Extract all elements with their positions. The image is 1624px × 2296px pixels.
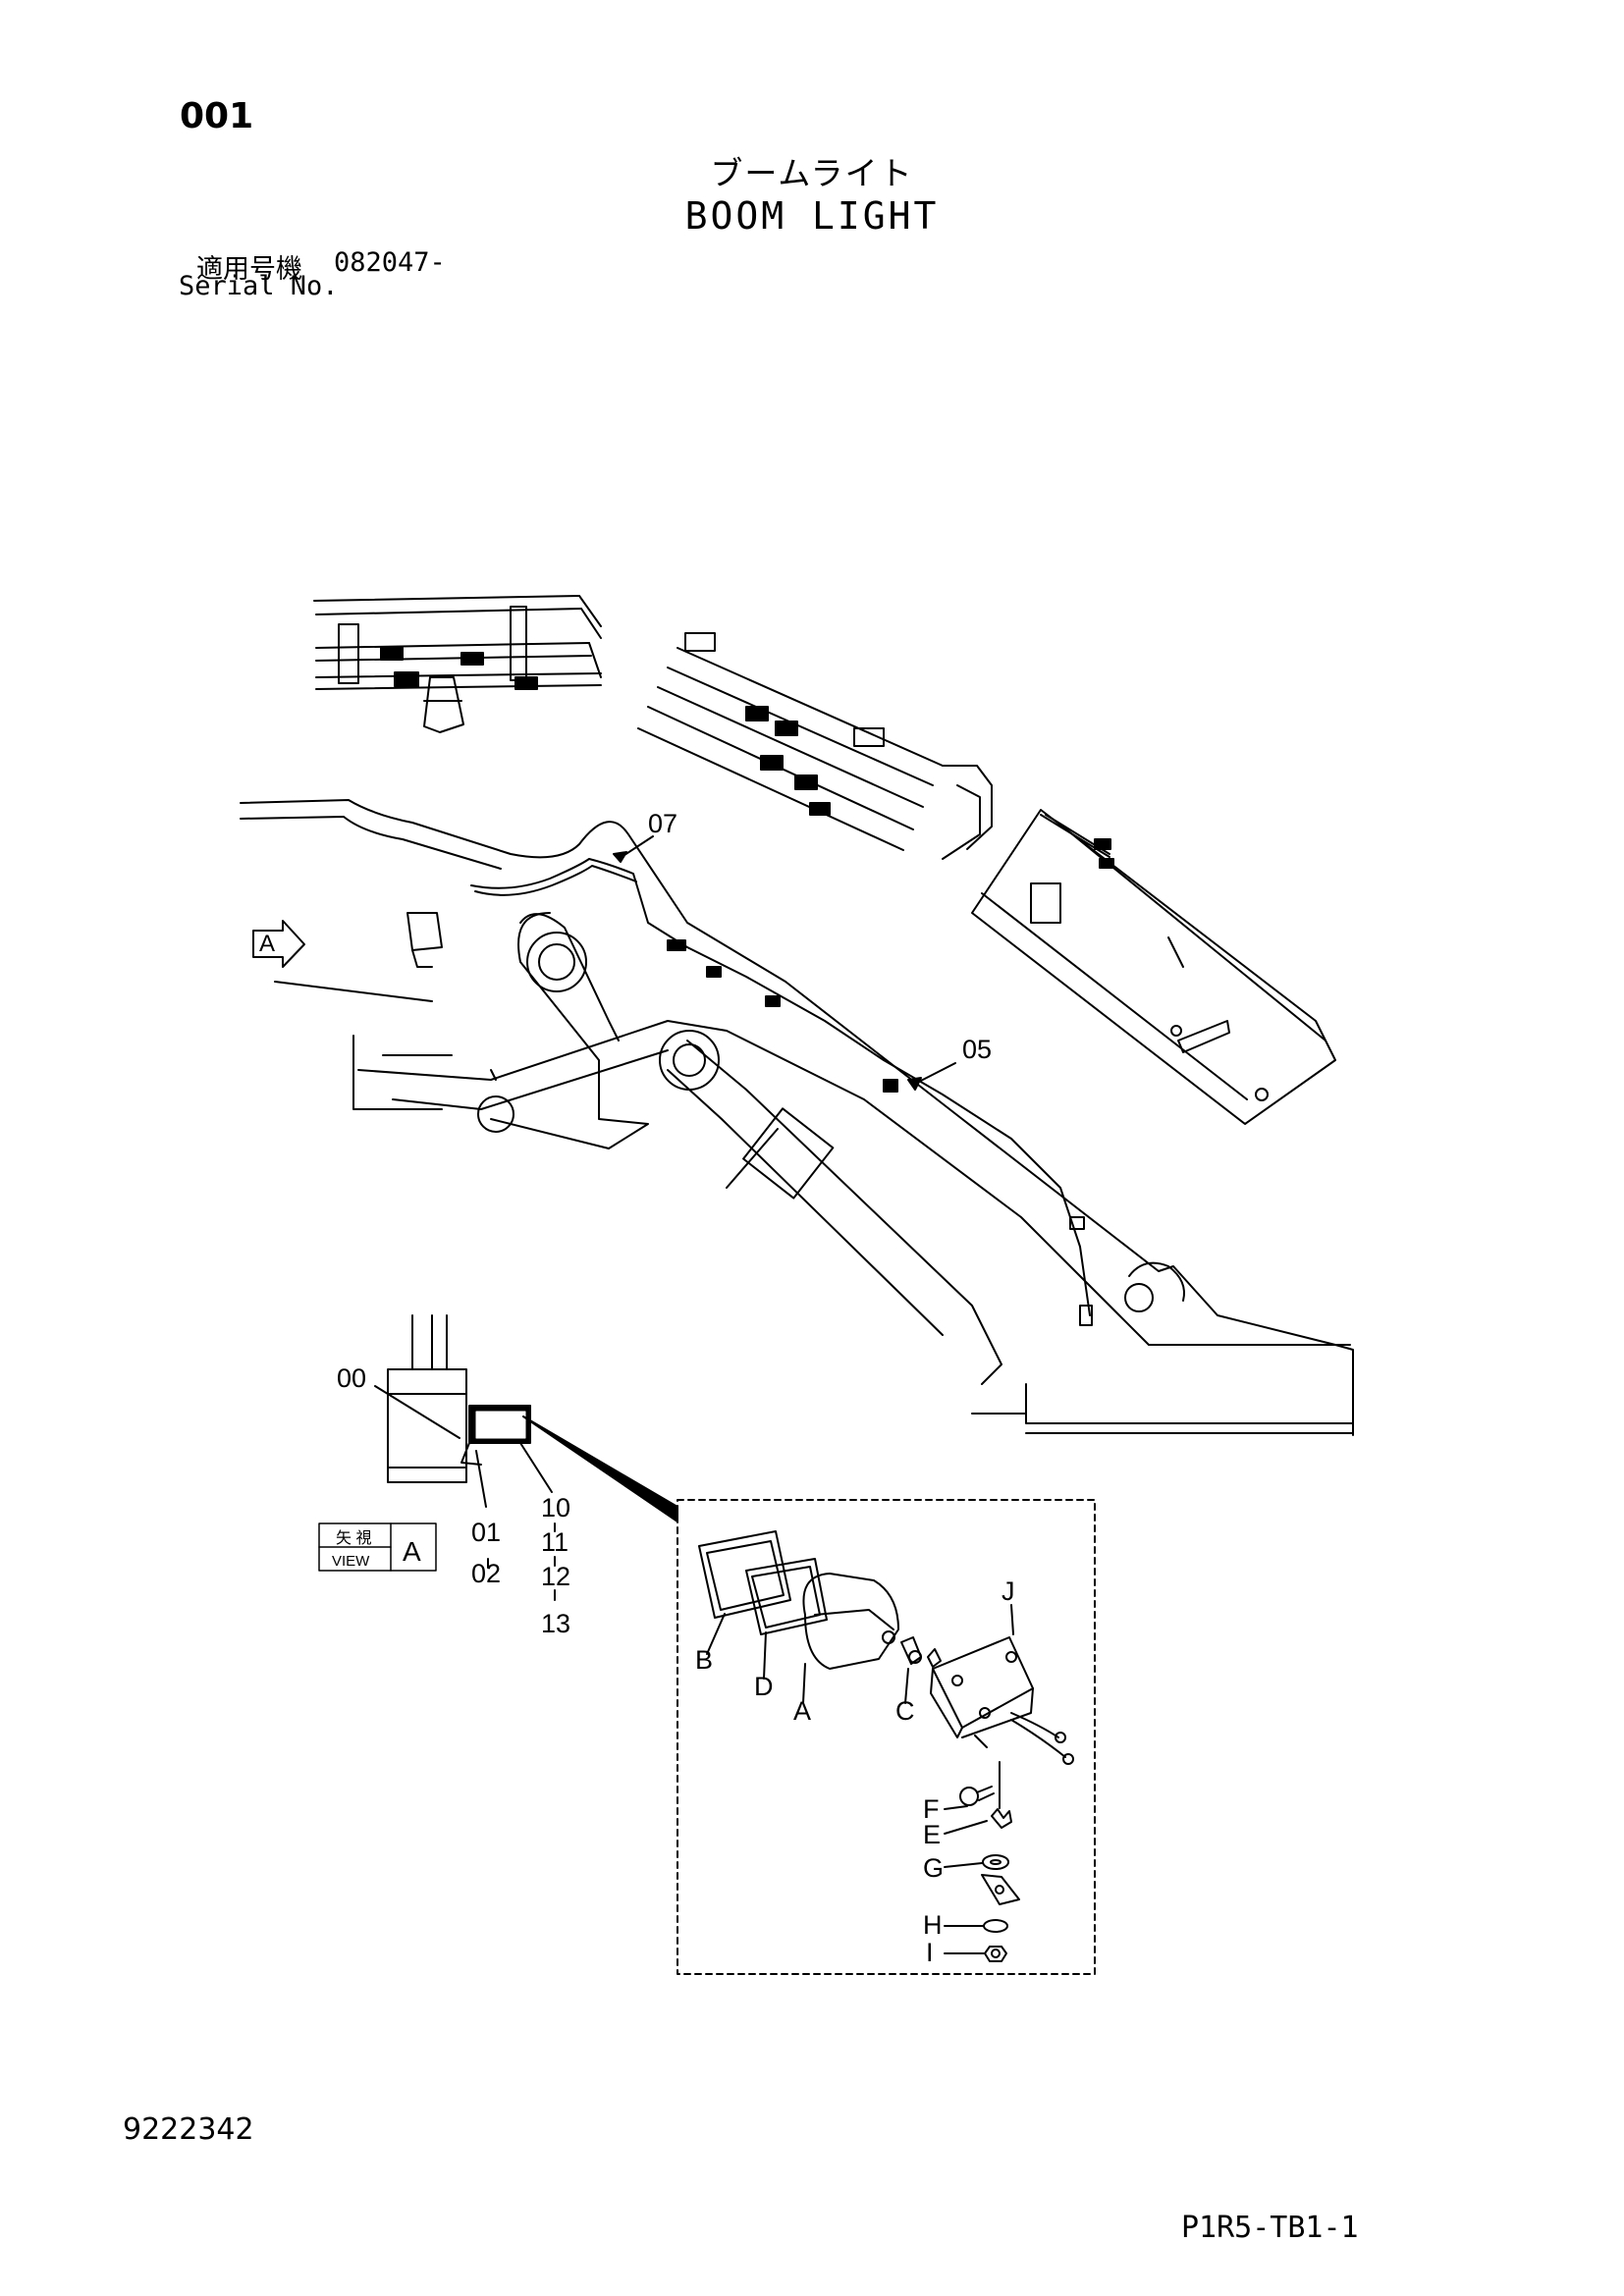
part-label-b: B <box>695 1645 713 1675</box>
part-bracket <box>981 1874 1020 1905</box>
view-a-detail <box>374 1314 553 1508</box>
figure-code: P1R5-TB1-1 <box>1181 2211 1359 2245</box>
part-i-nut <box>984 1946 1007 1962</box>
callout-11: 11 <box>541 1527 568 1557</box>
part-e-lockwasher <box>991 1761 1012 1829</box>
callout-01: 01 <box>471 1518 501 1547</box>
part-label-d: D <box>754 1672 774 1701</box>
callout-02: 02 <box>471 1559 501 1588</box>
part-c-bulb <box>900 1636 922 1704</box>
callout-12: 12 <box>541 1562 570 1591</box>
part-label-e: E <box>923 1820 941 1849</box>
part-label-c: C <box>895 1696 915 1726</box>
exploded-view-box <box>677 1499 1096 1975</box>
part-g-washer <box>982 1854 1009 1870</box>
page-number: 001 <box>180 96 254 136</box>
callout-00: 00 <box>337 1363 366 1393</box>
serial-value: 082047- <box>334 247 446 278</box>
part-label-f: F <box>923 1794 940 1824</box>
part-label-i: I <box>926 1938 934 1967</box>
callout-07: 07 <box>648 809 677 838</box>
part-j-housing <box>927 1604 1074 1765</box>
title-japanese: ブームライト <box>710 154 914 192</box>
title-english: BOOM LIGHT <box>684 194 940 238</box>
part-label-a: A <box>793 1696 811 1726</box>
document-number: 9222342 <box>123 2112 254 2147</box>
part-label-h: H <box>923 1910 943 1940</box>
part-a-lens <box>802 1573 899 1704</box>
hose-detail-top-left <box>313 595 602 733</box>
part-label-j: J <box>1001 1576 1015 1606</box>
cable-harness <box>470 858 1093 1326</box>
callout-13: 13 <box>541 1609 570 1638</box>
callout-10: 10 <box>541 1493 570 1522</box>
view-arrow-a <box>252 920 305 968</box>
serial-label-japanese: 適用号機 <box>196 254 302 285</box>
hose-detail-top-right <box>637 632 993 860</box>
part-h-washer <box>983 1919 1008 1933</box>
view-arrow-letter: A <box>259 931 275 957</box>
detail-wedge <box>522 1415 678 1522</box>
callout-05: 05 <box>962 1035 992 1064</box>
part-label-g: G <box>923 1853 944 1883</box>
serial-label-english: Serial No. <box>179 271 339 301</box>
view-label-english: VIEW <box>332 1553 370 1570</box>
part-f-bolt <box>959 1786 995 1806</box>
arm-detail-right <box>971 809 1336 1125</box>
view-label-japanese: 矢 視 <box>336 1529 371 1547</box>
part-b-bezel <box>698 1530 791 1655</box>
view-letter: A <box>403 1536 421 1567</box>
boom-main <box>240 799 1354 1436</box>
